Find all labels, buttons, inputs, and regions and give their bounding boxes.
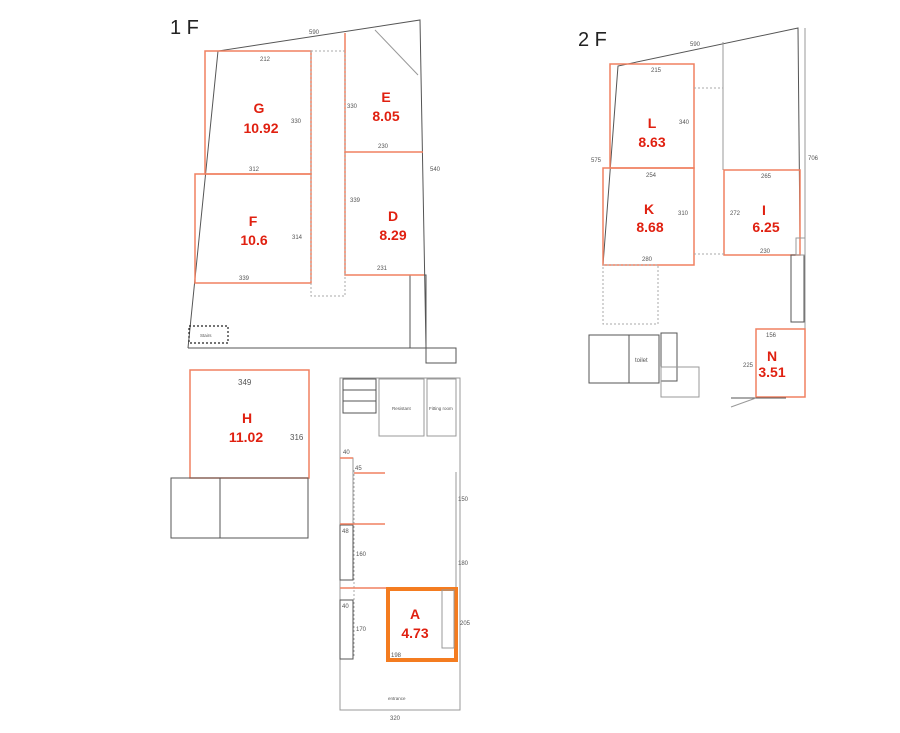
dimension-label: 212 bbox=[260, 57, 271, 63]
dimension-label: 230 bbox=[378, 144, 389, 150]
unit-area: 10.92 bbox=[243, 120, 278, 136]
unit-label: A bbox=[410, 606, 420, 622]
unit-area: 10.6 bbox=[240, 232, 267, 248]
dimension-label: 170 bbox=[356, 627, 367, 633]
dimension-label: 312 bbox=[249, 167, 260, 173]
unit-area: 8.63 bbox=[638, 134, 665, 150]
dimension-label: 280 bbox=[642, 257, 653, 263]
dimension-label: 40 bbox=[342, 604, 349, 610]
unit-area: 3.51 bbox=[758, 364, 785, 380]
second-floor-plan: toilet bbox=[588, 27, 806, 408]
restroom-label: Resistant bbox=[392, 406, 412, 411]
dimension-label: 160 bbox=[356, 552, 367, 558]
unit-area: 6.25 bbox=[752, 219, 779, 235]
fitting-room-label: Fitting room bbox=[429, 406, 453, 411]
dimension-label: 40 bbox=[343, 450, 350, 456]
toilet-label: toilet bbox=[635, 358, 648, 364]
dimension-label: 45 bbox=[355, 466, 362, 472]
unit-i[interactable] bbox=[723, 169, 801, 256]
unit-label: K bbox=[644, 201, 654, 217]
unit-label: F bbox=[249, 213, 258, 229]
floor-title-2f: 2 F bbox=[578, 29, 607, 51]
dimension-label: 156 bbox=[766, 333, 777, 339]
dimension-label: 265 bbox=[761, 174, 772, 180]
entrance-label: entrance bbox=[388, 696, 406, 701]
unit-label: H bbox=[242, 410, 252, 426]
unit-a-highlighted[interactable] bbox=[386, 587, 458, 662]
dimension-label: 706 bbox=[808, 156, 819, 162]
dimension-label: 339 bbox=[350, 198, 361, 204]
dimension-label: 231 bbox=[377, 266, 388, 272]
dimension-label: 205 bbox=[460, 621, 471, 627]
dimension-label: 310 bbox=[678, 211, 689, 217]
unit-label: L bbox=[648, 115, 657, 131]
dimension-label: 150 bbox=[458, 497, 469, 503]
dimension-label: 180 bbox=[458, 561, 469, 567]
first-floor-plan: Stairs Resistant Fitting room entrance bbox=[170, 19, 461, 711]
dimension-label: 198 bbox=[391, 653, 402, 659]
dimension-label: 575 bbox=[591, 158, 602, 164]
dimension-label: 590 bbox=[309, 30, 320, 36]
stairs-label: Stairs bbox=[200, 333, 212, 338]
unit-area: 11.02 bbox=[229, 429, 263, 445]
dimension-label: 540 bbox=[430, 167, 441, 173]
dimension-label: 225 bbox=[743, 363, 754, 369]
dimension-label: 340 bbox=[679, 120, 690, 126]
dimension-label: 349 bbox=[238, 378, 252, 387]
dimension-label: 316 bbox=[290, 433, 304, 442]
unit-label: G bbox=[254, 100, 265, 116]
floor-title-1f: 1 F bbox=[170, 17, 199, 39]
unit-area: 4.73 bbox=[401, 625, 428, 641]
dimension-label: 330 bbox=[347, 104, 358, 110]
unit-label: E bbox=[381, 89, 390, 105]
unit-area: 8.05 bbox=[372, 108, 399, 124]
unit-n[interactable] bbox=[755, 328, 806, 398]
dimension-label: 272 bbox=[730, 211, 741, 217]
unit-label: N bbox=[767, 348, 777, 364]
dimension-label: 230 bbox=[760, 249, 771, 255]
dimension-label: 320 bbox=[390, 716, 401, 722]
dimension-label: 330 bbox=[291, 119, 302, 125]
dimension-label: 339 bbox=[239, 276, 250, 282]
first-floor-labels: G 10.92 E 8.05 F 10.6 D 8.29 H 11.02 A 4… bbox=[229, 30, 471, 722]
dimension-label: 254 bbox=[646, 173, 657, 179]
dimension-label: 314 bbox=[292, 235, 303, 241]
second-floor-labels: L 8.63 K 8.68 I 6.25 N 3.51 590 215 340 … bbox=[591, 42, 819, 380]
unit-area: 8.68 bbox=[636, 219, 663, 235]
dimension-label: 48 bbox=[342, 529, 349, 535]
unit-label: D bbox=[388, 208, 398, 224]
unit-label: I bbox=[762, 202, 766, 218]
dimension-label: 215 bbox=[651, 68, 662, 74]
dimension-label: 590 bbox=[690, 42, 701, 48]
unit-area: 8.29 bbox=[379, 227, 406, 243]
